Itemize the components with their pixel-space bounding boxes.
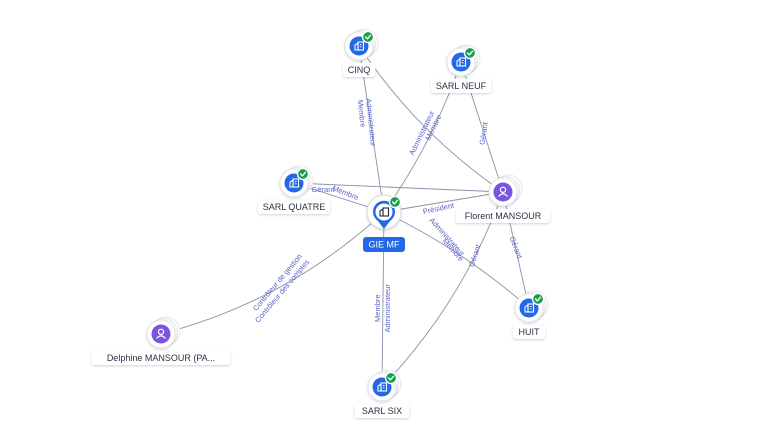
node-label: Florent MANSOUR bbox=[465, 211, 542, 221]
edge-label: Gérant bbox=[312, 185, 336, 194]
label-box bbox=[342, 63, 376, 77]
edge-label: Administrateur bbox=[383, 284, 392, 333]
node-label: GIE MF bbox=[369, 239, 401, 249]
node-cinq[interactable]: CINQ bbox=[342, 28, 379, 77]
edge-line bbox=[293, 182, 504, 193]
node-label: SARL QUATRE bbox=[263, 202, 326, 212]
edge-line bbox=[460, 61, 504, 193]
person-icon bbox=[498, 186, 508, 197]
person-icon bbox=[156, 328, 166, 339]
node-label: SARL SIX bbox=[362, 406, 402, 416]
label-box bbox=[456, 209, 550, 223]
node-gie-mf[interactable]: GIE MF bbox=[363, 194, 405, 252]
node-label: SARL NEUF bbox=[436, 81, 487, 91]
node-label: CINQ bbox=[348, 65, 371, 75]
label-box bbox=[512, 325, 546, 339]
edge-label: Président bbox=[422, 201, 456, 217]
verified-check-icon bbox=[296, 167, 310, 181]
building-icon bbox=[524, 303, 535, 313]
node-huit[interactable]: HUIT bbox=[512, 290, 549, 339]
verified-check-icon bbox=[463, 46, 477, 60]
label-box bbox=[354, 404, 410, 418]
verified-check-icon bbox=[531, 292, 545, 306]
node-sarl-six[interactable]: SARL SIX bbox=[354, 369, 410, 418]
building-icon bbox=[379, 207, 390, 217]
edge-line bbox=[383, 211, 530, 309]
building-icon bbox=[289, 178, 300, 188]
label-box bbox=[430, 79, 492, 93]
label-box bbox=[91, 351, 231, 365]
edge-label: Gérant bbox=[478, 121, 490, 146]
node-florent[interactable]: Florent MANSOUR bbox=[456, 174, 550, 223]
edge-label: Membre bbox=[373, 294, 382, 322]
edge-florent-sarl-neuf: Gérant bbox=[460, 61, 504, 193]
center-label-box bbox=[363, 237, 405, 252]
edge-label: Membre bbox=[356, 99, 368, 127]
edge-label: Gérant bbox=[507, 235, 524, 260]
building-icon bbox=[354, 41, 365, 51]
verified-check-icon bbox=[361, 30, 375, 44]
building-icon bbox=[456, 57, 467, 67]
node-label: Delphine MANSOUR (PA... bbox=[107, 353, 215, 363]
label-box bbox=[258, 200, 330, 214]
node-label: HUIT bbox=[519, 327, 540, 337]
edge-florent-sarl-quatre: Gérant bbox=[293, 182, 504, 194]
node-sarl-quatre[interactable]: SARL QUATRE bbox=[258, 165, 330, 214]
edge-label: Contrôleur des comptes bbox=[253, 258, 311, 325]
nodes-layer: GIE MF CINQ SARL NEUF SARL QUATRE Florent MA… bbox=[91, 28, 550, 418]
node-delphine[interactable]: Delphine MANSOUR (PA... bbox=[91, 316, 231, 365]
edge-line bbox=[160, 211, 385, 335]
edge-line bbox=[381, 211, 385, 388]
verified-check-icon bbox=[388, 195, 402, 209]
building-icon bbox=[377, 382, 388, 392]
edge-label: Gérant bbox=[467, 242, 483, 267]
node-sarl-neuf[interactable]: SARL NEUF bbox=[430, 44, 492, 93]
verified-check-icon bbox=[384, 371, 398, 385]
